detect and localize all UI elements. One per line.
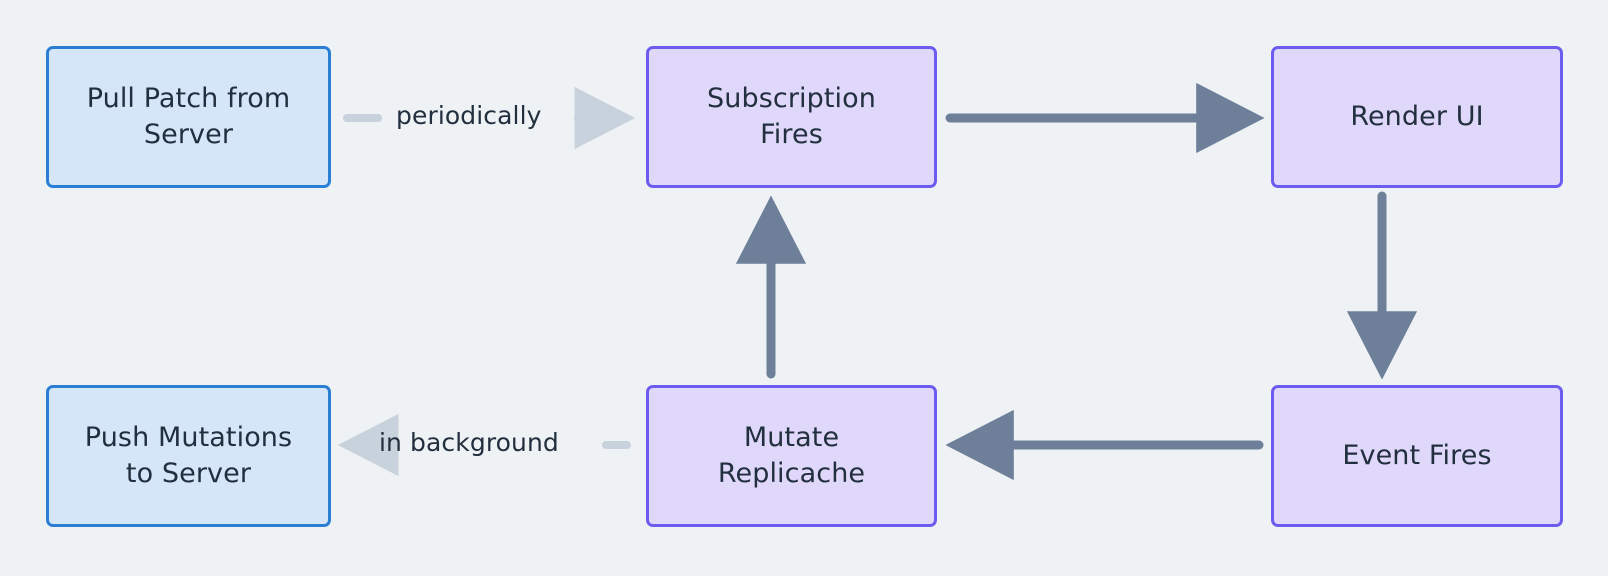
node-render-ui[interactable]: Render UI xyxy=(1271,46,1563,188)
node-event-fires[interactable]: Event Fires xyxy=(1271,385,1563,527)
node-label: Push Mutations to Server xyxy=(84,422,293,489)
node-label: Event Fires xyxy=(1342,440,1492,472)
edge-label-in-background: in background xyxy=(379,428,559,457)
edge-label-periodically: periodically xyxy=(396,101,542,130)
node-label: Subscription Fires xyxy=(707,83,876,150)
node-label: Mutate Replicache xyxy=(717,422,866,489)
node-pull-patch-from-server[interactable]: Pull Patch from Server xyxy=(46,46,331,188)
node-label: Pull Patch from Server xyxy=(86,83,291,150)
node-label: Render UI xyxy=(1350,101,1484,133)
node-subscription-fires[interactable]: Subscription Fires xyxy=(646,46,937,188)
node-push-mutations-to-server[interactable]: Push Mutations to Server xyxy=(46,385,331,527)
node-mutate-replicache[interactable]: Mutate Replicache xyxy=(646,385,937,527)
